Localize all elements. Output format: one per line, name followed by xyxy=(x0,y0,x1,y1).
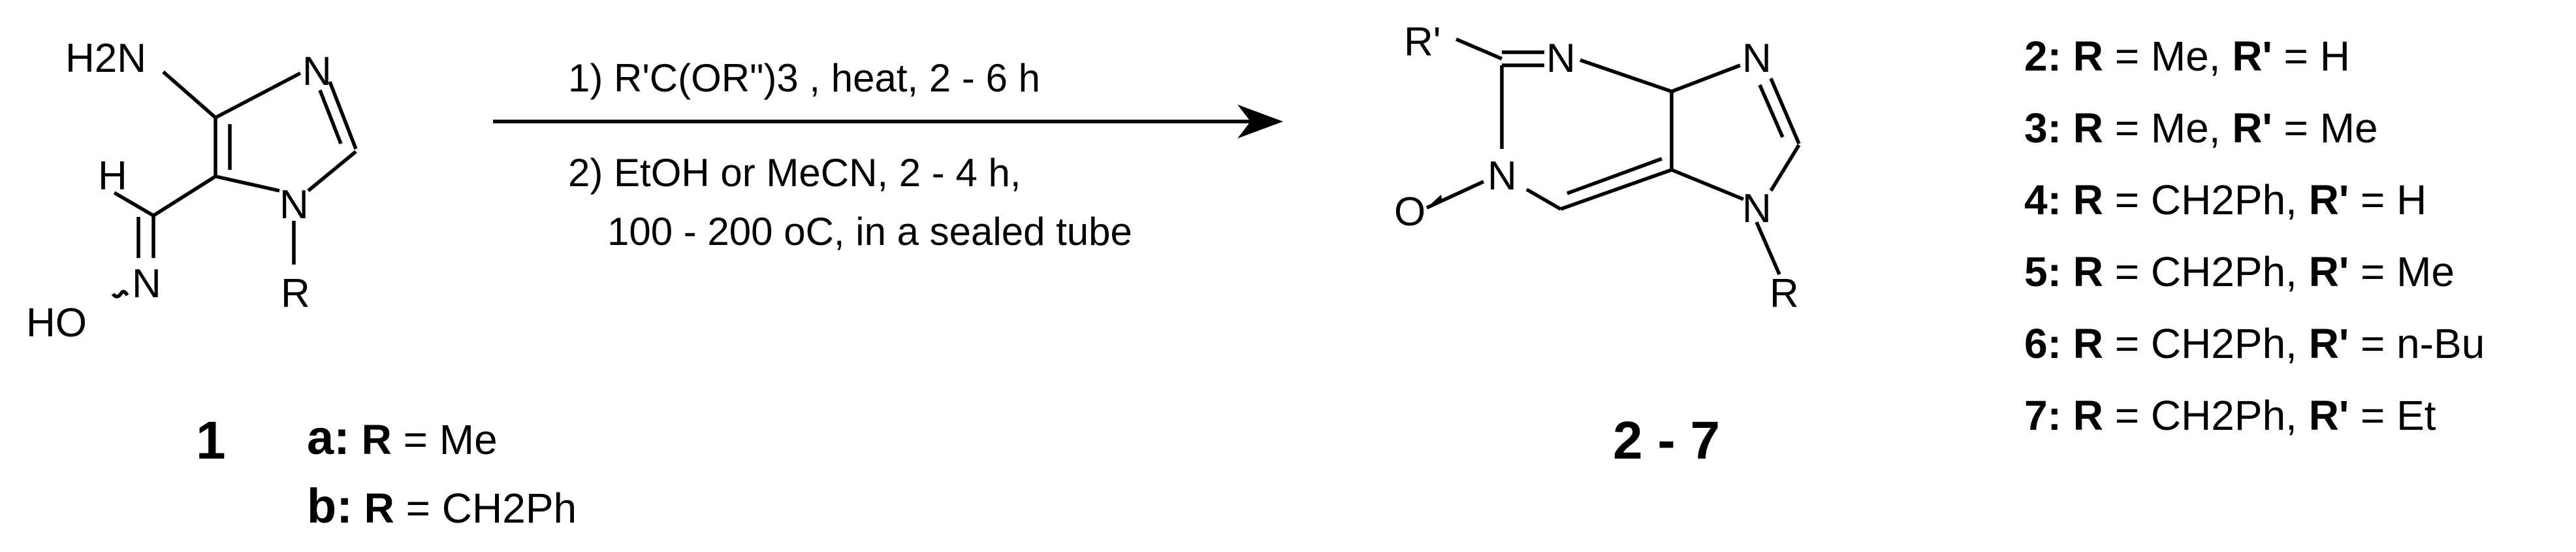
product-number-range: 2 - 7 xyxy=(1613,411,1720,470)
bond-n3-c2 xyxy=(328,81,358,150)
bond-c2-n1 xyxy=(307,150,357,193)
atom-r: R xyxy=(281,271,310,316)
compound-1-bonds xyxy=(111,70,358,299)
legend-row-6: 6: R = CH2Ph, R' = n-Bu xyxy=(2024,320,2485,367)
condition-step-2-line-2: 100 - 200 oC, in a sealed tube xyxy=(607,210,1132,253)
atom-n1: N xyxy=(279,182,309,227)
atom-r-product: R xyxy=(1770,271,1799,316)
legend-row-2: 2: R = Me, R' = H xyxy=(2024,33,2350,80)
bond-n3-c2-double xyxy=(318,89,343,144)
condition-step-2-line-1: 2) EtOH or MeCN, 2 - 4 h, xyxy=(568,151,1021,195)
atom-n9-product: N xyxy=(1742,186,1772,231)
atom-n7-product: N xyxy=(1742,36,1772,81)
atom-rprime: R' xyxy=(1404,20,1441,65)
bond-c4-nh2 xyxy=(162,70,217,120)
atom-ho: HO xyxy=(26,300,87,346)
condition-step-1: 1) R'C(OR")3 , heat, 2 - 6 h xyxy=(568,56,1040,100)
compound-1-variants: a: R = Me b: R = CH2Ph xyxy=(307,410,577,533)
bond-c8-n9 xyxy=(1769,144,1801,192)
product-structure: R' N N N O N R xyxy=(1394,20,1801,316)
atom-n-oxime: N xyxy=(132,261,161,306)
atom-n3: N xyxy=(302,49,332,94)
atom-h: H xyxy=(98,154,127,199)
bond-c4-n3 xyxy=(214,71,302,120)
atom-n3-product: N xyxy=(1546,36,1576,81)
bond-n1-c5 xyxy=(215,174,280,193)
bond-c6-n1 xyxy=(1525,187,1562,211)
atom-h2n: H2N xyxy=(65,36,146,81)
bond-n9-r xyxy=(1755,221,1781,276)
variant-a: a: R = Me xyxy=(307,410,498,464)
legend-row-3: 3: R = Me, R' = Me xyxy=(2024,105,2378,152)
bond-c2-rprime xyxy=(1455,37,1503,61)
bond-n3-c4 xyxy=(1580,58,1672,93)
atom-o: O xyxy=(1394,189,1425,235)
bond-n-o-wavy xyxy=(111,289,129,299)
legend-row-5: 5: R = CH2Ph, R' = Me xyxy=(2024,248,2455,295)
substituent-legend: 2: R = Me, R' = H 3: R = Me, R' = Me 4: … xyxy=(2024,33,2485,439)
arrow-head xyxy=(1237,105,1283,138)
bond-c4-n7 xyxy=(1671,63,1741,93)
legend-row-4: 4: R = CH2Ph, R' = H xyxy=(2024,176,2426,223)
bond-n7-c8-double xyxy=(1758,84,1785,138)
bond-c5-c6-double xyxy=(1566,157,1662,195)
bond-n9-c5 xyxy=(1670,168,1745,201)
bond-ch-h xyxy=(113,191,155,218)
variant-b: b: R = CH2Ph xyxy=(307,479,577,533)
reaction-arrow xyxy=(493,105,1283,138)
n-oxide-arrowhead xyxy=(1427,195,1442,208)
product-bonds xyxy=(1425,37,1801,276)
bond-n7-c8 xyxy=(1769,77,1801,145)
legend-row-7: 7: R = CH2Ph, R' = Et xyxy=(2024,392,2436,439)
compound-1-structure: H2N N H N R N HO xyxy=(26,36,358,346)
bond-c5-ch xyxy=(152,174,217,218)
bond-c5-c6 xyxy=(1560,168,1672,211)
compound-1-number: 1 xyxy=(196,411,226,470)
atom-n1-oxide: N xyxy=(1487,154,1517,199)
